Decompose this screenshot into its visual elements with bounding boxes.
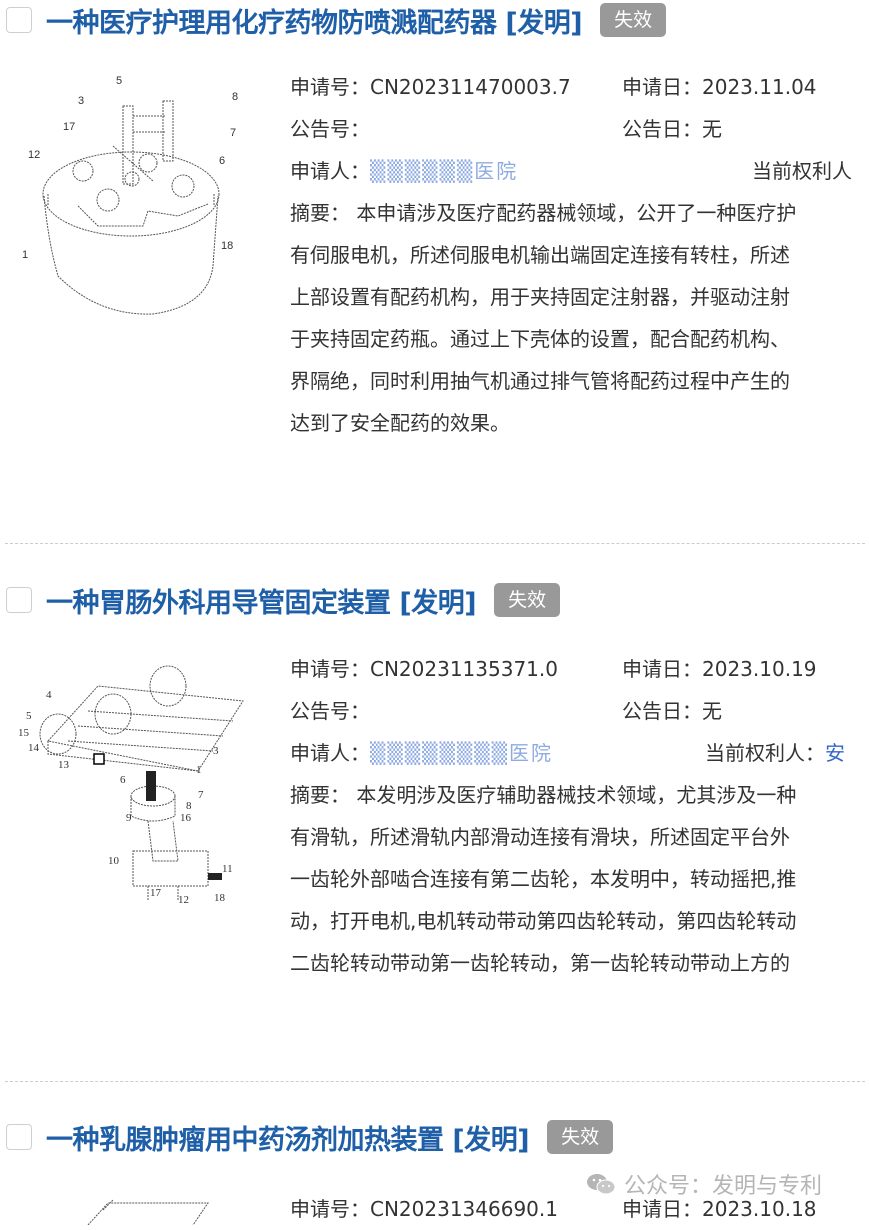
publication-no-label: 公告号： (290, 117, 370, 141)
applicant-link[interactable]: ▒▒▒▒▒▒▒▒医院 (370, 741, 554, 765)
publication-date-value: 无 (702, 699, 722, 723)
result-title-link[interactable]: 一种胃肠外科用导管固定装置 [发明] (46, 587, 477, 619)
abstract: 摘要： 本发明涉及医疗辅助器械技术领域，尤其涉及一种 有滑轨，所述滑轨内部滑动连… (290, 774, 869, 984)
abstract-label: 摘要： (290, 201, 350, 225)
abstract-line: 动，打开电机,电机转动带动第四齿轮转动，第四齿轮转动 (290, 909, 797, 933)
svg-text:9: 9 (126, 812, 132, 824)
abstract-line: 上部设置有配药机构，用于夹持固定注射器，并驱动注射 (290, 285, 790, 309)
application-no-label: 申请号： (290, 1197, 370, 1221)
abstract-line: 有滑轨，所述滑轨内部滑动连接有滑块，所述固定平台外 (290, 825, 790, 849)
abstract-line: 有伺服电机，所述伺服电机输出端固定连接有转柱，所述 (290, 243, 790, 267)
svg-text:4: 4 (46, 689, 52, 701)
svg-text:8: 8 (186, 800, 192, 812)
abstract-line: 本发明涉及医疗辅助器械技术领域，尤其涉及一种 (356, 783, 797, 807)
svg-text:17: 17 (150, 887, 162, 899)
result-title-row: 一种胃肠外科用导管固定装置 [发明] 失效 (0, 580, 561, 620)
result-checkbox[interactable] (6, 1124, 32, 1150)
result-title-link[interactable]: 一种医疗护理用化疗药物防喷溅配药器 [发明] (46, 7, 583, 39)
svg-text:1: 1 (22, 249, 28, 261)
svg-text:15: 15 (18, 727, 30, 739)
application-date-label: 申请日： (622, 1197, 702, 1221)
publication-date-value: 无 (702, 117, 722, 141)
application-date-label: 申请日： (622, 75, 702, 99)
svg-text:18: 18 (221, 240, 233, 252)
svg-text:8: 8 (232, 91, 238, 103)
application-date-value: 2023.10.18 (702, 1197, 817, 1221)
current-owner-label: 当前权利人 (752, 159, 852, 183)
applicant-label: 申请人： (290, 741, 370, 765)
svg-text:7: 7 (198, 789, 204, 801)
patent-drawing-thumbnail[interactable]: 4 5 15 14 13 3 1 6 7 8 9 16 10 11 17 12 … (8, 646, 263, 916)
application-no-label: 申请号： (290, 657, 370, 681)
result-info: 申请号：CN2023​1346690.1 申请日：2023.10.18 (290, 1188, 869, 1230)
result-divider (5, 1081, 865, 1082)
svg-text:14: 14 (28, 742, 40, 754)
svg-text:7: 7 (230, 127, 236, 139)
svg-text:17: 17 (63, 121, 75, 133)
svg-text:18: 18 (214, 892, 226, 904)
application-no-value: CN2023​1346690.1 (370, 1197, 558, 1221)
current-owner-link[interactable]: 安 (825, 741, 845, 765)
application-no-value: CN2023114700​03.7 (370, 75, 571, 99)
abstract: 摘要： 本申请涉及医疗配药器械领域，公开了一种医疗护 有伺服电机，所述伺服电机输… (290, 192, 869, 444)
abstract-line: 一齿轮外部啮合连接有第二齿轮，本发明中，转动摇把,推 (290, 867, 797, 891)
result-divider (5, 543, 865, 544)
patent-drawing-thumbnail[interactable] (8, 1195, 263, 1225)
svg-text:6: 6 (120, 774, 126, 786)
svg-text:1: 1 (196, 764, 202, 776)
publication-date-label: 公告日： (622, 117, 702, 141)
abstract-label: 摘要： (290, 783, 350, 807)
current-owner-label: 当前权利人： (705, 741, 825, 765)
abstract-line: 本申请涉及医疗配药器械领域，公开了一种医疗护 (356, 201, 797, 225)
result-title-row: 一种医疗护理用化疗药物防喷溅配药器 [发明] 失效 (0, 0, 667, 40)
result-info: 申请号：CN2023114700​03.7 申请日：2023.11.04 公告号… (290, 66, 869, 444)
application-date-label: 申请日： (622, 657, 702, 681)
svg-text:11: 11 (222, 863, 233, 875)
svg-text:13: 13 (58, 759, 70, 771)
publication-no-label: 公告号： (290, 699, 370, 723)
result-title-link[interactable]: 一种乳腺肿瘤用中药汤剂加热装置 [发明] (46, 1124, 530, 1156)
svg-text:10: 10 (108, 855, 120, 867)
status-badge: 失效 (494, 583, 561, 617)
svg-text:6: 6 (219, 155, 225, 167)
application-date-value: 2023.10.19 (702, 657, 817, 681)
svg-text:12: 12 (28, 149, 40, 161)
abstract-line: 二齿轮转动带动第一齿轮转动，第一齿轮转动带动上方的 (290, 951, 790, 975)
abstract-line: 于夹持固定药瓶。通过上下壳体的设置，配合配药机构、 (290, 327, 790, 351)
abstract-line: 界隔绝，同时利用抽气机通过排气管将配药过程中产生的 (290, 369, 790, 393)
status-badge: 失效 (547, 1120, 614, 1154)
svg-text:3: 3 (78, 95, 84, 107)
watermark: 公众号：发明与专利 (586, 1168, 822, 1200)
svg-text:12: 12 (178, 894, 189, 906)
result-info: 申请号：CN2023113​5371.0 申请日：2023.10.19 公告号：… (290, 648, 869, 984)
patent-drawing-thumbnail[interactable]: 5 3 8 17 7 12 6 18 1 (8, 66, 263, 336)
drawing-marker (93, 753, 105, 765)
watermark-text: 公众号：发明与专利 (624, 1174, 823, 1199)
figure-label: 5 (116, 75, 122, 87)
status-badge: 失效 (600, 3, 667, 37)
result-title-row: 一种乳腺肿瘤用中药汤剂加热装置 [发明] 失效 (0, 1117, 614, 1157)
application-no-label: 申请号： (290, 75, 370, 99)
result-checkbox[interactable] (6, 587, 32, 613)
application-date-value: 2023.11.04 (702, 75, 817, 99)
applicant-label: 申请人： (290, 159, 370, 183)
applicant-link[interactable]: ▒▒▒▒▒▒医院 (370, 159, 519, 183)
abstract-line: 达到了安全配药的效果。 (290, 411, 510, 435)
svg-text:3: 3 (213, 745, 219, 757)
svg-text:5: 5 (26, 710, 32, 722)
publication-date-label: 公告日： (622, 699, 702, 723)
wechat-icon (587, 1174, 616, 1195)
svg-text:16: 16 (180, 812, 192, 824)
application-no-value: CN2023113​5371.0 (370, 657, 558, 681)
result-checkbox[interactable] (6, 7, 32, 33)
